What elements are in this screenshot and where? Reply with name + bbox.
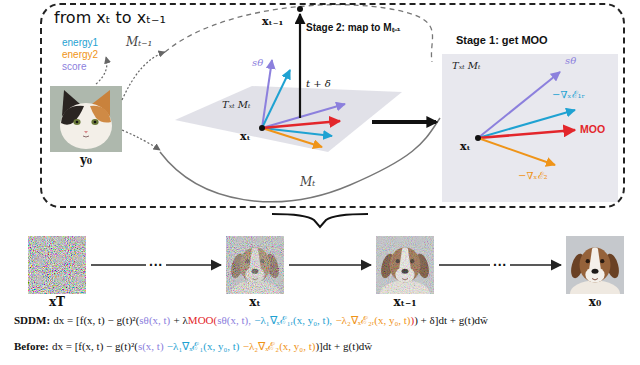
sample-image: x₀	[566, 236, 624, 294]
moo-vector	[262, 121, 340, 128]
equation-term: −λ₂∇ₓℰ₂(x, y₀, t)	[243, 340, 316, 354]
cat-photo	[50, 86, 122, 152]
ellipsis-label: ···	[146, 258, 166, 272]
sample-image: xT	[28, 236, 86, 294]
image-caption: x₀	[566, 295, 624, 309]
equation-term: + λ	[174, 314, 188, 328]
ellipsis-label: ···	[490, 258, 510, 272]
tangent-label: Tₓₜ Mₜ	[222, 99, 251, 111]
vector-label: −∇ₓℰ₂	[518, 170, 548, 182]
point-label: xₜ	[240, 130, 251, 143]
image-caption: xT	[28, 295, 86, 309]
tangent-plane	[175, 86, 402, 152]
image-caption: xₜ	[226, 295, 284, 309]
brace	[272, 214, 368, 227]
point	[297, 6, 303, 12]
score-vector	[262, 104, 345, 128]
noise-image	[28, 236, 86, 294]
stage-label: Stage 2: map to Mₜ₋₁	[306, 22, 401, 34]
manifold-label: Mₜ₋₁	[126, 35, 152, 49]
dotted-arrow	[122, 130, 160, 150]
point-label: xₜ₋₁	[262, 15, 283, 28]
equation-term: Before:	[14, 340, 49, 354]
energy-label: energy2	[62, 49, 98, 61]
image-caption: y₀	[50, 153, 122, 167]
point-label: xₜ	[460, 140, 471, 153]
equation-term: −λ₁∇ₓℰ₁(x, y₀, t)	[167, 340, 240, 354]
point	[259, 125, 265, 131]
equation-term: )	[411, 314, 415, 328]
energy-vector	[262, 70, 290, 128]
sample-image: xₜ	[226, 236, 284, 294]
vector-label: MOO	[580, 123, 605, 136]
point	[475, 135, 481, 141]
vector-label: sθ	[252, 57, 263, 69]
noise-overlay	[226, 236, 284, 294]
vector-label: sθ	[565, 55, 576, 67]
noise-overlay	[376, 236, 434, 294]
dotted-arrow	[96, 57, 107, 84]
equation-term: dx = [f(x, t) − g(t)²(	[53, 314, 139, 328]
equation-term: −λ₂∇ₓℰ₂ᵣ(x, y₀, t)	[335, 314, 410, 328]
stage-arrow	[372, 120, 436, 124]
energy-vector	[478, 138, 555, 165]
image-caption: xₜ₋₁	[376, 295, 434, 309]
energy-vector	[262, 128, 322, 147]
equation-term: SDDM:	[14, 314, 50, 328]
equation-term: sθ(x, t),	[217, 314, 251, 328]
input-image: y₀	[50, 86, 122, 152]
manifold-next	[165, 5, 433, 62]
equation-term: MOO(	[188, 314, 217, 328]
equation-term: −λ₁∇ₓℰ₁ᵣ(x, y₀, t),	[254, 314, 332, 328]
energy-label: energy1	[62, 37, 98, 49]
sddm-equation: SDDM:dx = [f(x, t) − g(t)²(sθ(x, t) + λMO…	[14, 314, 488, 328]
moo-vector	[478, 130, 575, 138]
stage-heading: Stage 1: get MOO	[456, 34, 548, 47]
tangent-label: Tₓₜ Mₜ	[452, 60, 481, 72]
equation-term: dx = [f(x, t) − g(t)²(	[52, 340, 138, 354]
equation-term: )]dt + g(t)dw̄	[315, 340, 372, 354]
map-arrow	[299, 14, 301, 118]
region-heading: from xₜ to xₜ₋₁	[42, 5, 166, 27]
score-vector	[478, 72, 560, 138]
sequence-arrow	[289, 264, 371, 266]
dotted-arrow	[122, 52, 165, 100]
equation-term: sθ(x, t)	[139, 314, 170, 328]
manifold-label: Mₜ	[300, 175, 315, 189]
equation-term: s(x, t)	[138, 340, 164, 354]
baseline-equation: Before:dx = [f(x, t) − g(t)²(s(x, t)−λ₁∇…	[14, 340, 372, 354]
energy-vector	[478, 110, 575, 138]
vector-label: −∇ₓℰ₁ᵣ	[552, 89, 585, 101]
score-label: score	[62, 61, 86, 73]
offset-label: t + δ	[306, 78, 331, 90]
tangent-panel	[442, 54, 618, 202]
equation-term: ) + δ]dt + g(t)dw̄	[414, 314, 488, 328]
sample-image: xₜ₋₁	[376, 236, 434, 294]
